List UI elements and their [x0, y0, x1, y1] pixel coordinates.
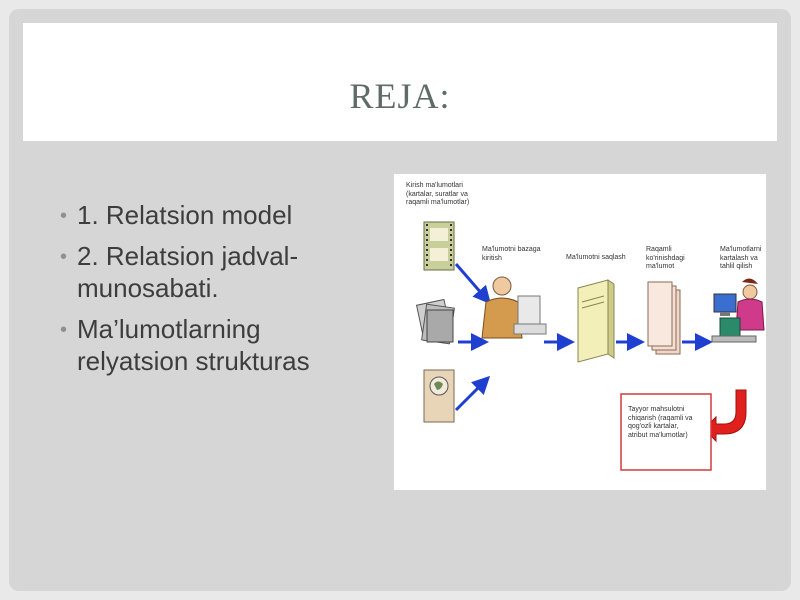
- label-input-data: Kirish ma'lumotlari (kartalar, suratlar …: [406, 182, 470, 206]
- bullet-icon: •: [60, 319, 68, 341]
- label-final-output: Tayyor mahsulotni chiqarish (raqamli va …: [628, 406, 693, 439]
- cards-stack-icon: [415, 298, 455, 345]
- label-mapping-analysis: Ma'lumotlarni kartalash va tahlil qilish: [720, 246, 762, 270]
- arrow-icon: [454, 263, 491, 305]
- slide: REJA: • 1. Relatsion model • 2. Relatsio…: [9, 9, 791, 591]
- workflow-diagram-graphics: [415, 221, 765, 471]
- analyst-icon: [711, 278, 765, 343]
- slide-title: REJA:: [349, 76, 451, 116]
- workflow-diagram: Kirish ma'lumotlari (kartalar, suratlar …: [394, 174, 766, 490]
- output-box: [620, 393, 712, 471]
- bullet-item: • 2. Relatsion jadval-munosabati.: [57, 240, 377, 304]
- label-data-storage: Ma'lumotni saqlash: [566, 254, 626, 261]
- pages-stack-icon: [647, 281, 681, 355]
- film-strip-icon: [423, 221, 455, 271]
- label-data-entry: Ma'lumotni bazaga kiritish: [482, 246, 541, 262]
- arrow-icon: [454, 375, 491, 412]
- bullet-text: Ma’lumotlarning relyatsion strukturas: [77, 314, 310, 376]
- bullet-item: • 1. Relatsion model: [57, 199, 377, 231]
- label-digital-data: Raqamli ko'rinishdagi ma'lumot: [646, 246, 685, 270]
- bullet-list: • 1. Relatsion model • 2. Relatsion jadv…: [57, 199, 377, 386]
- bullet-text: 1. Relatsion model: [77, 200, 293, 230]
- bullet-item: • Ma’lumotlarning relyatsion strukturas: [57, 313, 377, 377]
- title-band: REJA:: [23, 23, 777, 141]
- server-icon: [577, 279, 615, 363]
- bullet-text: 2. Relatsion jadval-munosabati.: [77, 241, 299, 303]
- operator-icon: [481, 276, 547, 339]
- map-document-icon: [423, 369, 455, 423]
- bullet-icon: •: [60, 205, 68, 227]
- bullet-icon: •: [60, 246, 68, 268]
